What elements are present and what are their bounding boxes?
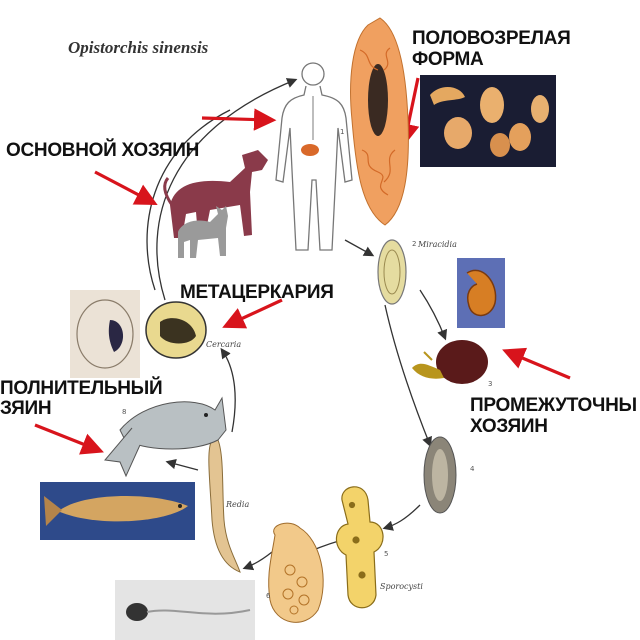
cycle-arrow-stage6-to-redia: [245, 552, 272, 568]
red-arrow-to-dog: [95, 172, 152, 202]
label-intermediate-host-line2: ХОЗЯИН: [470, 416, 548, 437]
diagram-title: Opistorchis sinensis: [68, 38, 208, 58]
stage-number: 4: [470, 465, 474, 473]
stage-number: 2: [412, 240, 416, 248]
metacercaria-photo: [70, 290, 140, 378]
label-cercaria: Cercaria: [206, 340, 241, 349]
snail-illustration: [412, 340, 488, 384]
label-miracidia: Miracidia: [418, 240, 457, 249]
cercaria-photo: [115, 580, 255, 640]
cycle-arrow-redia-to-fish: [168, 462, 198, 470]
label-additional-host-line2: ЗЯИН: [0, 398, 51, 419]
red-arrow-to-cercaria: [228, 300, 282, 325]
label-adult-form-line2: ФОРМА: [412, 49, 483, 70]
cycle-arrow-stage4-to-sporocysts: [385, 505, 420, 528]
label-metacercaria: МЕТАЦЕРКАРИЯ: [180, 282, 334, 303]
label-adult-form-line1: ПОЛОВОЗРЕЛАЯ: [412, 28, 570, 49]
label-sporocysts: Sporocysti: [380, 582, 423, 591]
red-arrow-to-human: [202, 118, 270, 120]
snail-photo: [457, 258, 505, 328]
stage6-cercaria-illustration: [269, 523, 324, 622]
adult-flukes-photo: [420, 75, 556, 167]
red-arrow-to-snail: [508, 352, 570, 378]
stage-number: 8: [122, 408, 126, 416]
stage-number: 5: [384, 550, 388, 558]
label-intermediate-host-line1: ПРОМЕЖУТОЧНЫ: [470, 395, 637, 416]
cycle-arrow-human-to-miracidia: [345, 240, 372, 255]
label-redia: Redia: [226, 500, 249, 509]
fish-photo: [40, 482, 195, 540]
cycle-arrow-miracidia-to-snail: [420, 290, 445, 338]
stage-number: 1: [340, 128, 344, 136]
label-definitive-host: ОСНОВНОЙ ХОЗЯИН: [6, 140, 199, 161]
human-liver: [301, 144, 319, 156]
sporocysts-illustration: [336, 487, 383, 608]
adult-fluke-illustration: [351, 18, 409, 225]
stage-number: 3: [488, 380, 492, 388]
human-figure: [276, 63, 352, 250]
stage-number: 6: [266, 592, 270, 600]
label-additional-host-line1: ПОЛНИТЕЛЬНЫЙ: [0, 378, 162, 399]
red-arrow-to-fish: [35, 425, 98, 450]
